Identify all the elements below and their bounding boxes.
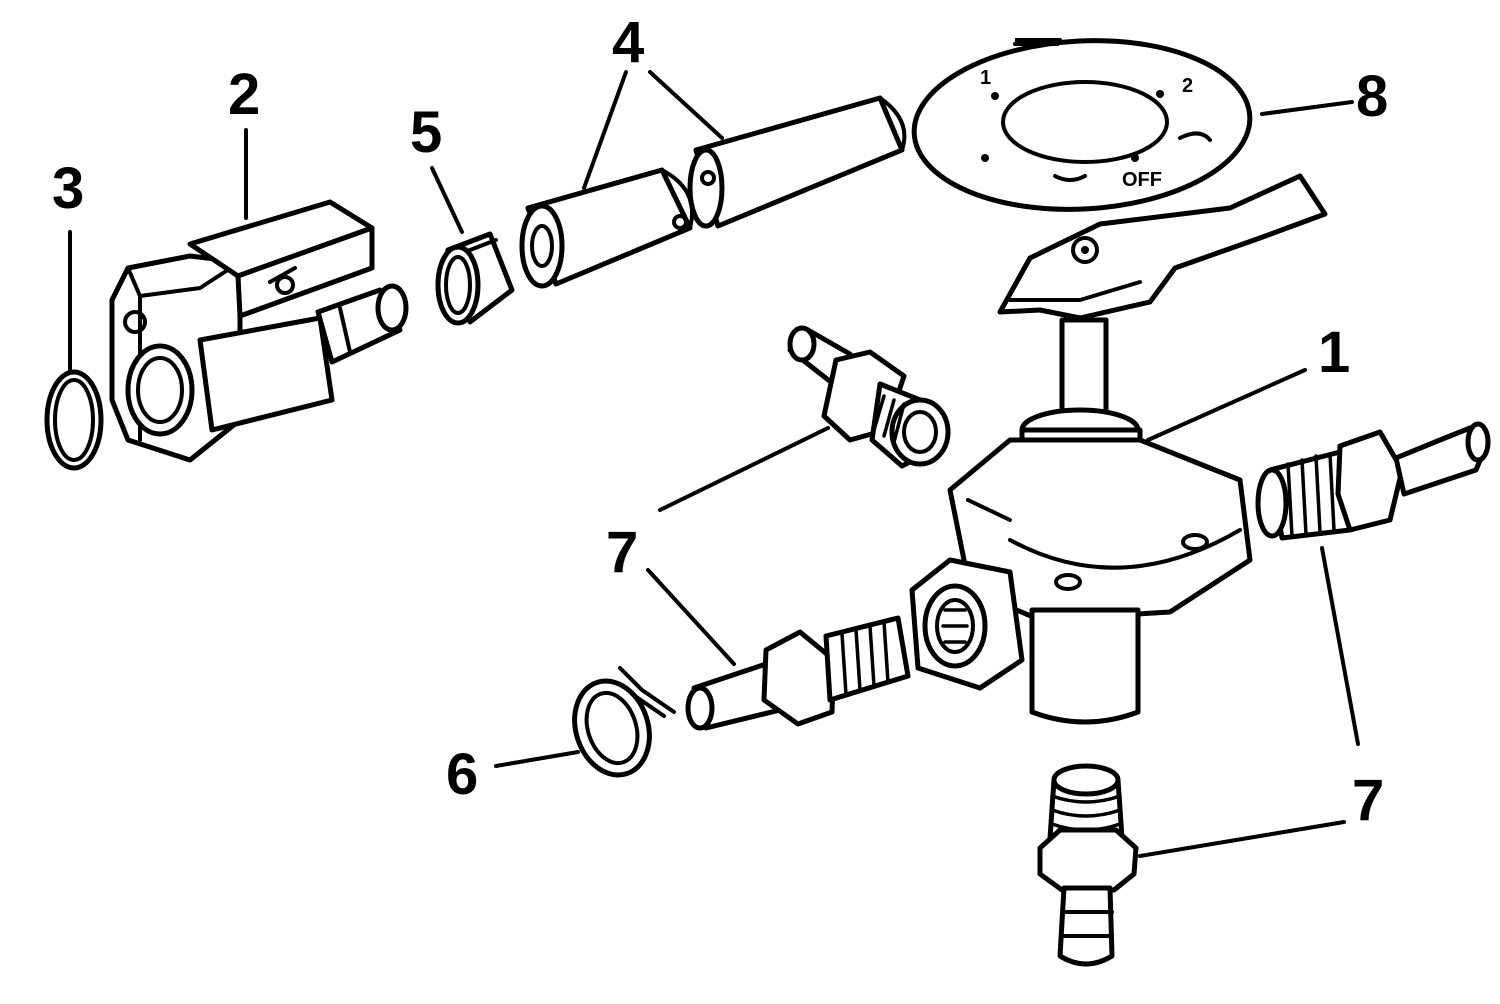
callout-4: 4 [612, 10, 644, 75]
connector-part-2 [109, 199, 409, 463]
fitting-upper-left-part-7 [787, 325, 951, 469]
leader-4a [582, 70, 628, 190]
leader-7-lower [646, 568, 736, 666]
hose-short-part-4 [519, 167, 695, 289]
leader-5 [430, 166, 464, 234]
callout-labels: 1 2 3 4 5 6 7 7 8 [52, 10, 1388, 833]
callout-5: 5 [410, 100, 442, 165]
leader-7-right [1320, 546, 1360, 746]
o-ring-part-3 [44, 369, 104, 471]
dial-plate-part-8: OFF 1 2 [911, 38, 1253, 212]
leader-6 [494, 750, 580, 768]
fitting-lower-left-part-7 [685, 615, 911, 731]
fitting-bottom-part-7 [1037, 763, 1139, 967]
fuel-valve-part-1 [909, 173, 1328, 725]
callout-2: 2 [228, 62, 260, 127]
clamp-ring-part-5 [435, 231, 515, 326]
spring-clip-part-6 [572, 666, 676, 778]
leader-lines [68, 70, 1360, 858]
dial-mark-off: OFF [1122, 169, 1162, 191]
callout-7-left: 7 [606, 520, 638, 585]
leader-8 [1260, 100, 1354, 116]
callout-8: 8 [1356, 64, 1388, 129]
callout-3: 3 [52, 156, 84, 221]
leader-4b [648, 70, 724, 140]
callout-6: 6 [446, 742, 478, 807]
dial-mark-2: 2 [1182, 75, 1193, 97]
fitting-right-part-7 [1255, 421, 1491, 541]
dial-mark-1: 1 [980, 67, 991, 89]
leader-7-bottom [1138, 820, 1346, 858]
leader-7-upper [658, 426, 830, 512]
callout-7-right: 7 [1352, 768, 1384, 833]
callout-1: 1 [1318, 320, 1350, 385]
hose-long-part-4 [687, 95, 907, 229]
leader-1 [1146, 368, 1307, 442]
